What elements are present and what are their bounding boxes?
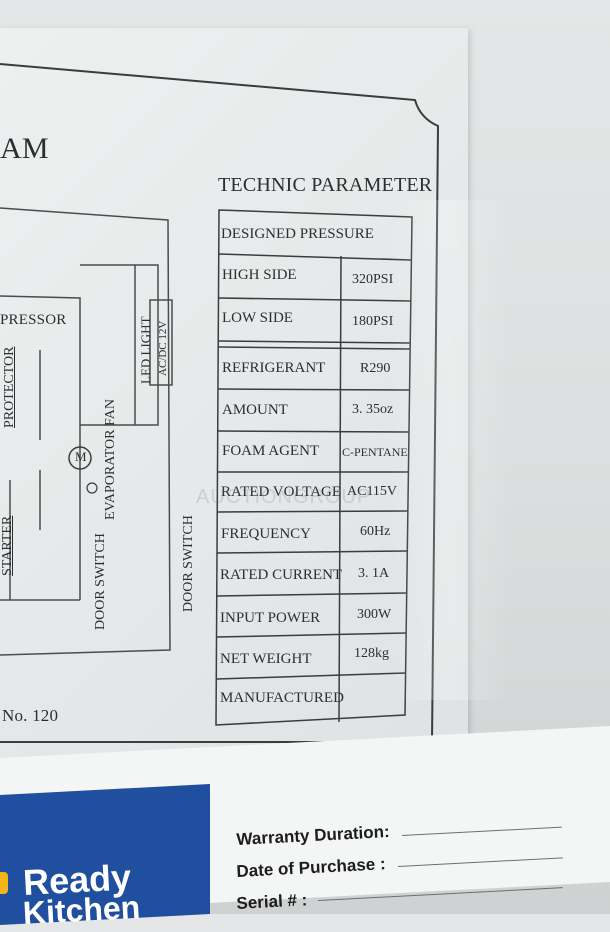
door-switch-2-label: DOOR SWITCH bbox=[181, 515, 196, 612]
param-value: 128kg bbox=[354, 646, 389, 661]
param-label: REFRIGERANT bbox=[222, 360, 326, 376]
spec-label-sheet bbox=[0, 28, 468, 773]
param-label: FOAM AGENT bbox=[222, 443, 320, 459]
protector-label: PROTECTOR bbox=[2, 346, 17, 428]
technic-parameter-title: TECHNIC PARAMETER bbox=[218, 174, 433, 196]
param-value: 300W bbox=[357, 607, 392, 622]
param-value: AC115V bbox=[347, 484, 398, 499]
starter-label: STARTER bbox=[0, 515, 15, 576]
param-value: 3. 1A bbox=[358, 566, 390, 581]
param-label: NET WEIGHT bbox=[220, 651, 312, 667]
param-value: R290 bbox=[360, 361, 391, 376]
model-number: No. 120 bbox=[2, 706, 59, 725]
door-switch-1-label: DOOR SWITCH bbox=[93, 533, 108, 630]
compressor-label: PRESSOR bbox=[0, 312, 67, 328]
designed-pressure-header: DESIGNED PRESSURE bbox=[221, 226, 374, 242]
param-label: RATED VOLTAGE bbox=[221, 484, 342, 500]
param-value: 320PSI bbox=[352, 272, 394, 287]
param-value: C-PENTANE bbox=[342, 445, 408, 459]
param-label: HIGH SIDE bbox=[222, 267, 297, 283]
motor-letter: M bbox=[75, 449, 87, 464]
led-light-label: LED LIGHT bbox=[138, 316, 153, 384]
brand-name-line2: Kitchen bbox=[22, 888, 142, 931]
param-value: 60Hz bbox=[360, 524, 391, 539]
param-label: MANUFACTURED bbox=[220, 690, 344, 706]
parameter-table-grid bbox=[215, 209, 413, 726]
param-label: FREQUENCY bbox=[221, 526, 312, 542]
led-voltage-label: AC/DC 12V bbox=[157, 320, 169, 376]
param-label: INPUT POWER bbox=[220, 610, 321, 626]
evaporator-fan-label: EVAPORATOR FAN bbox=[103, 399, 118, 520]
param-label: LOW SIDE bbox=[222, 310, 293, 326]
diagram-title: AM bbox=[0, 132, 49, 165]
param-value: 180PSI bbox=[352, 314, 394, 329]
serial-label: Serial # : bbox=[236, 890, 308, 913]
param-label: AMOUNT bbox=[222, 402, 288, 418]
auction-watermark: AUCTIONGROUP bbox=[196, 486, 372, 508]
param-label: RATED CURRENT bbox=[220, 567, 343, 583]
param-value: 3. 35oz bbox=[352, 402, 394, 417]
brand-logo-icon bbox=[0, 872, 8, 894]
motor-symbol bbox=[68, 446, 92, 470]
